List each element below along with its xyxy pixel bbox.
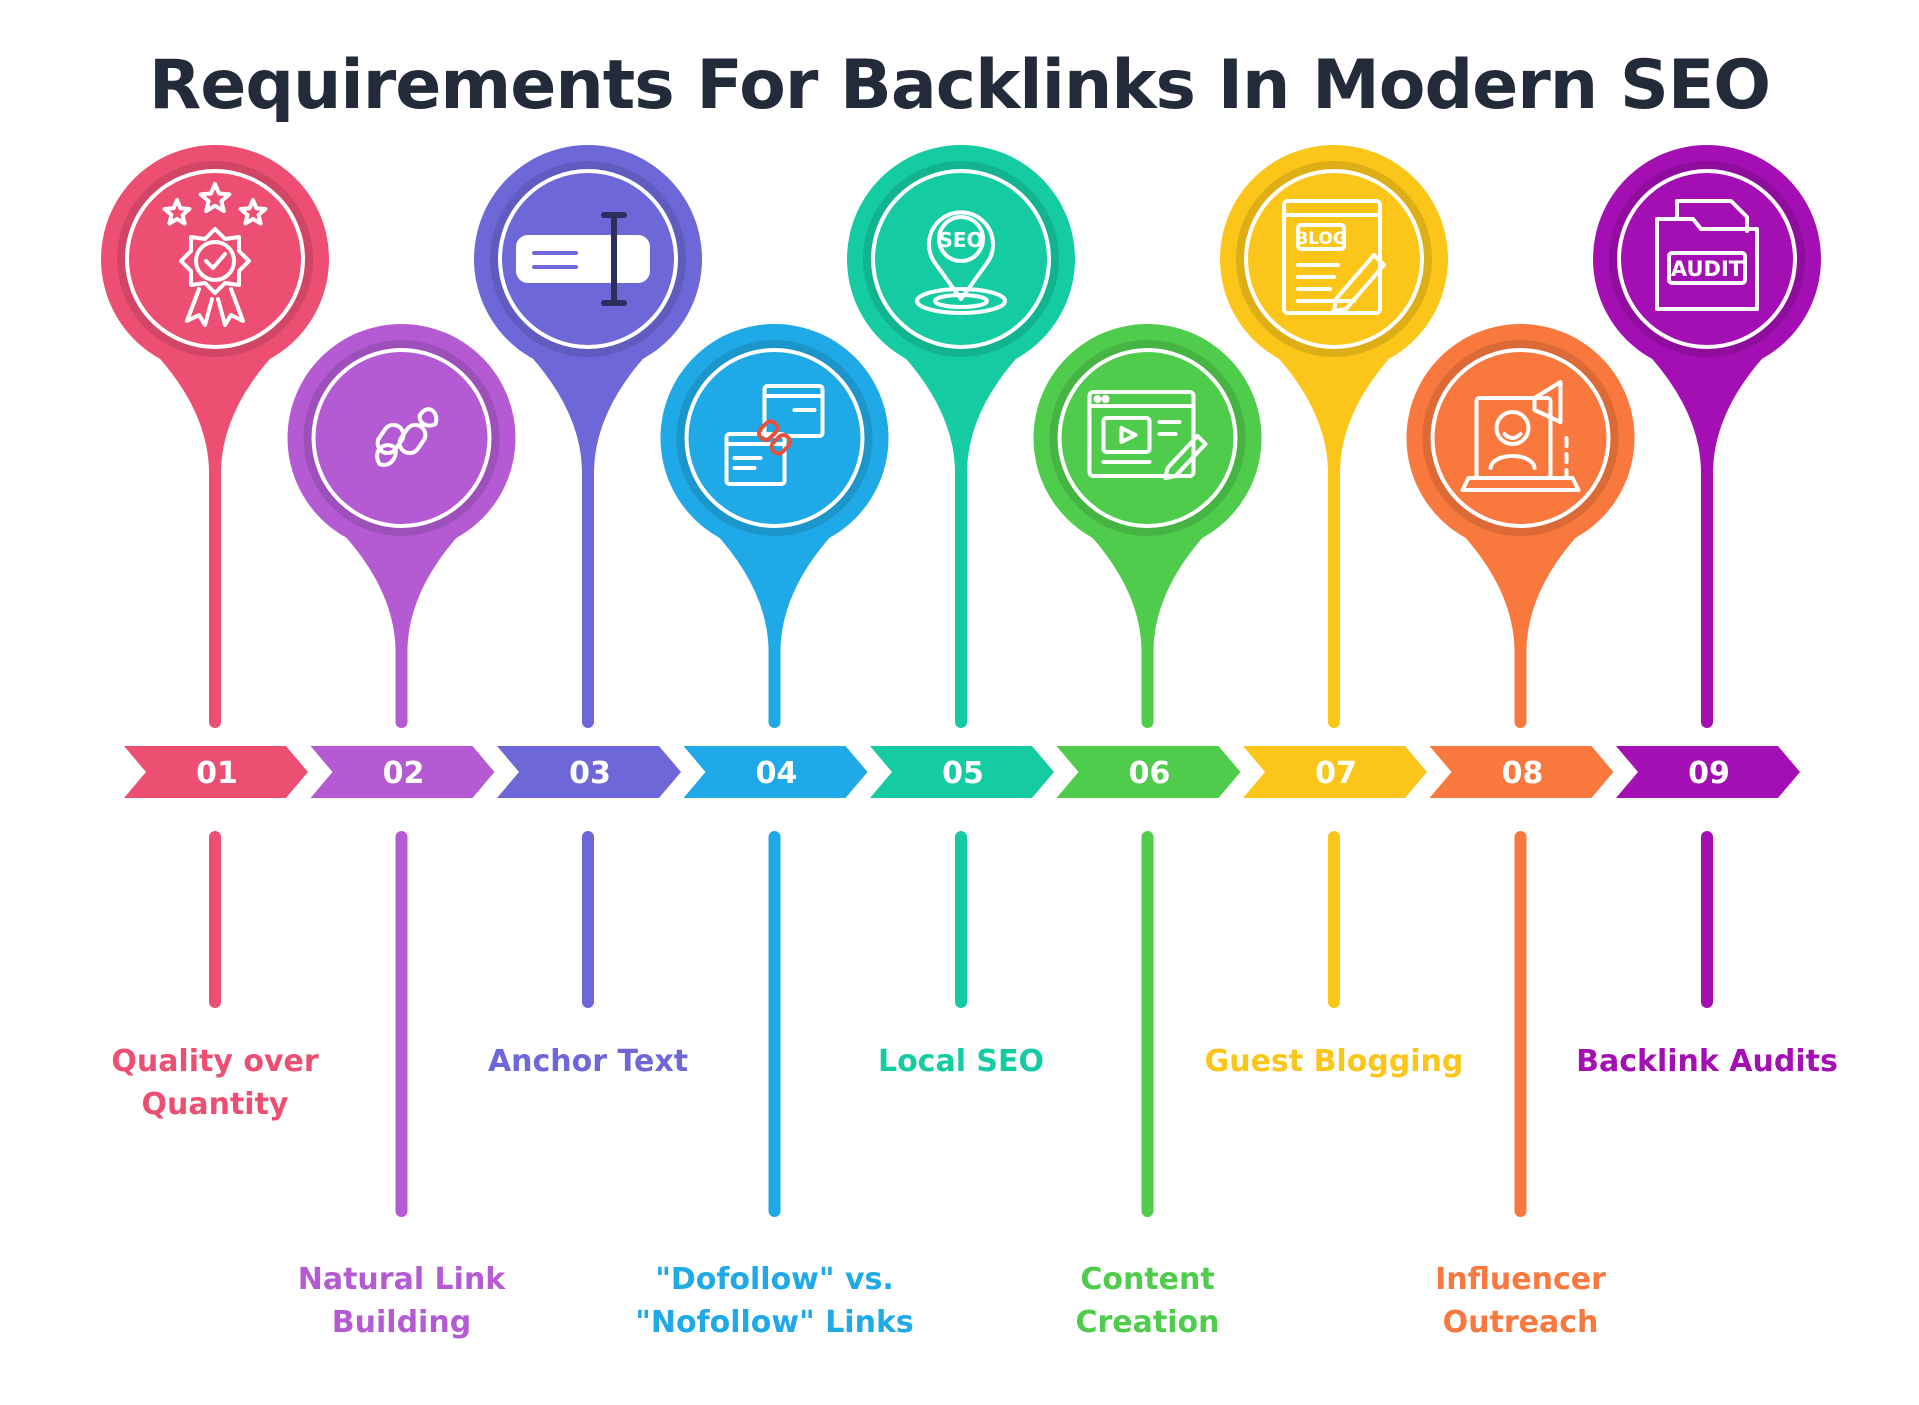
step-07: BLOG 07 — [1220, 145, 1448, 1008]
pin-inner — [1617, 169, 1797, 349]
pin-tail — [899, 351, 1023, 469]
step-label: Natural Link Building — [297, 1262, 506, 1340]
step-06: 06 — [1033, 324, 1262, 1217]
step-chevron — [497, 746, 681, 798]
step-label: Content Creation — [1075, 1262, 1220, 1340]
step-number: 05 — [942, 756, 984, 791]
svg-text:BLOG: BLOG — [1295, 229, 1347, 249]
step-chevron — [1429, 746, 1614, 798]
step-number: 06 — [1129, 756, 1171, 791]
pin-inner — [1430, 348, 1611, 528]
step-label: Influencer Outreach — [1435, 1262, 1606, 1340]
pin-tail — [1085, 530, 1210, 648]
pin-tail — [339, 530, 464, 648]
step-03: 03 — [474, 145, 702, 1008]
audit-folder-icon: AUDIT — [1655, 199, 1759, 311]
pin-inner — [1244, 169, 1424, 349]
step-number: 08 — [1502, 756, 1544, 791]
anchor-text-field-cursor-icon — [516, 212, 650, 306]
pin-tail — [712, 530, 837, 648]
step-number: 03 — [569, 756, 611, 791]
step-number: 01 — [196, 756, 238, 791]
step-label: Quality over Quantity — [111, 1044, 319, 1122]
step-label: "Dofollow" vs. "Nofollow" Links — [635, 1262, 914, 1340]
step-chevron — [1056, 746, 1241, 798]
pin-tail — [1272, 351, 1396, 469]
seo-location-pin-icon: SEO — [915, 210, 1007, 315]
step-chevron — [683, 746, 868, 798]
pin-tail — [526, 351, 650, 469]
page-title: Requirements For Backlinks In Modern SEO — [148, 46, 1771, 125]
step-08: 08 — [1406, 324, 1635, 1217]
step-01: 01 — [101, 145, 329, 1008]
blog-page-pencil-icon: BLOG — [1282, 199, 1386, 315]
video-content-editor-icon — [1087, 390, 1208, 480]
step-number: 07 — [1315, 756, 1357, 791]
chain-link-leaf-icon — [375, 407, 439, 467]
step-label: Guest Blogging — [1204, 1044, 1464, 1079]
step-chevron — [310, 746, 495, 798]
step-05: SEO 05 — [847, 145, 1075, 1008]
linked-browser-windows-icon — [724, 384, 825, 486]
step-label: Anchor Text — [487, 1044, 689, 1079]
step-number: 09 — [1688, 756, 1730, 791]
step-number: 02 — [383, 756, 425, 791]
step-02: 02 — [287, 324, 516, 1217]
pin-tail — [1645, 351, 1769, 469]
award-badge-stars-icon — [162, 182, 268, 327]
pin-inner — [1057, 348, 1238, 528]
step-number: 04 — [756, 756, 798, 791]
step-09: AUDIT 09 — [1593, 145, 1821, 1008]
step-chevron — [870, 746, 1054, 798]
svg-text:AUDIT: AUDIT — [1671, 257, 1744, 281]
svg-text:SEO: SEO — [938, 228, 983, 252]
pin-inner — [125, 169, 305, 349]
pin-tail — [153, 351, 277, 469]
step-chevron — [1243, 746, 1427, 798]
step-04: 04 — [660, 324, 889, 1217]
pin-tail — [1458, 530, 1583, 648]
step-chevron — [1616, 746, 1800, 798]
step-chevron — [124, 746, 308, 798]
influencer-megaphone-laptop-icon — [1460, 380, 1581, 492]
step-label: Backlink Audits — [1576, 1044, 1838, 1079]
step-label: Local SEO — [877, 1044, 1045, 1079]
